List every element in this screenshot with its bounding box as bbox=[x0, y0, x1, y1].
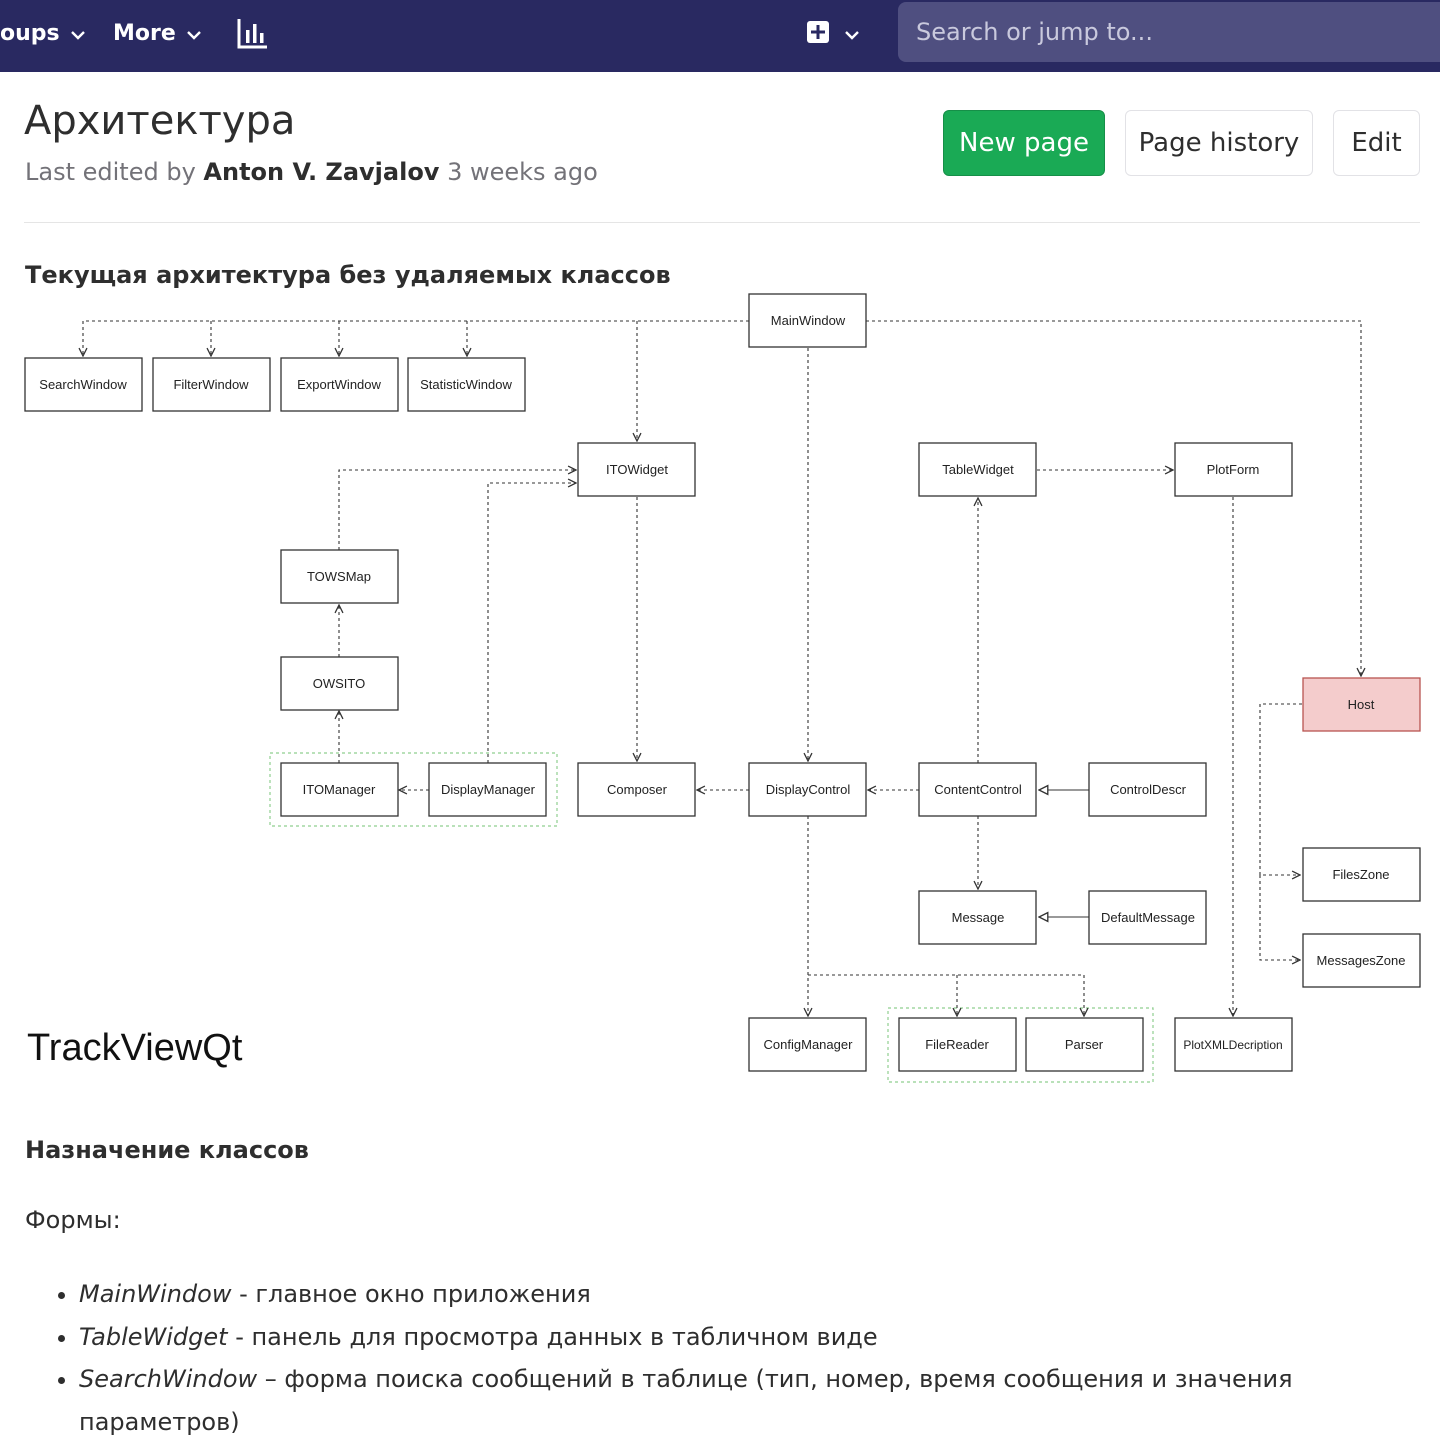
class-box-displaycontrol: DisplayControl bbox=[748, 762, 867, 817]
class-box-plotxmldecription: PlotXMLDecription bbox=[1174, 1017, 1293, 1072]
class-label: Message bbox=[952, 910, 1005, 925]
class-label: ExportWindow bbox=[297, 377, 381, 392]
page-history-button[interactable]: Page history bbox=[1125, 110, 1313, 176]
search-input[interactable] bbox=[898, 2, 1440, 62]
class-label: Parser bbox=[1065, 1037, 1104, 1052]
class-label: FileReader bbox=[925, 1037, 989, 1052]
class-label: PlotXMLDecription bbox=[1183, 1038, 1282, 1052]
class-box-controldescr: ControlDescr bbox=[1088, 762, 1207, 817]
class-box-statisticwindow: StatisticWindow bbox=[407, 357, 526, 412]
class-box-searchwindow: SearchWindow bbox=[24, 357, 143, 412]
edit-button[interactable]: Edit bbox=[1333, 110, 1420, 176]
page-title: Архитектура bbox=[24, 98, 296, 144]
class-label: TOWSMap bbox=[307, 569, 371, 584]
nav-groups-dropdown[interactable]: oups bbox=[0, 0, 86, 66]
class-label: SearchWindow bbox=[39, 377, 127, 392]
header-divider bbox=[24, 222, 1420, 223]
class-label: Host bbox=[1348, 697, 1375, 712]
chevron-down-icon bbox=[844, 25, 860, 44]
nav-more-dropdown[interactable]: More bbox=[113, 0, 202, 66]
meta-prefix: Last edited by bbox=[25, 158, 196, 186]
class-label: MainWindow bbox=[771, 313, 846, 328]
class-name: MainWindow bbox=[79, 1280, 232, 1308]
class-label: MessagesZone bbox=[1317, 953, 1406, 968]
class-label: ContentControl bbox=[934, 782, 1022, 797]
activity-chart-icon[interactable] bbox=[236, 16, 270, 50]
class-box-filterwindow: FilterWindow bbox=[152, 357, 271, 412]
class-label: FilterWindow bbox=[173, 377, 249, 392]
class-box-plotform: PlotForm bbox=[1174, 442, 1293, 497]
class-label: FilesZone bbox=[1332, 867, 1389, 882]
nav-more-label: More bbox=[113, 20, 176, 46]
class-name: SearchWindow bbox=[79, 1365, 258, 1393]
class-label: StatisticWindow bbox=[420, 377, 512, 392]
class-label: ConfigManager bbox=[764, 1037, 854, 1052]
class-label: OWSITO bbox=[313, 676, 365, 691]
class-box-fileszone: FilesZone bbox=[1302, 847, 1421, 902]
class-desc: - главное окно приложения bbox=[231, 1280, 591, 1308]
class-label: ITOWidget bbox=[606, 462, 668, 477]
architecture-diagram: MainWindow SearchWindow FilterWindow Exp… bbox=[24, 293, 1421, 1083]
list-item: SearchWindow – форма поиска сообщений в … bbox=[79, 1358, 1420, 1443]
class-box-messageszone: MessagesZone bbox=[1302, 933, 1421, 988]
meta-time: 3 weeks ago bbox=[447, 158, 598, 186]
class-box-towsmap: TOWSMap bbox=[280, 549, 399, 604]
class-box-contentcontrol: ContentControl bbox=[918, 762, 1037, 817]
class-box-defaultmessage: DefaultMessage bbox=[1088, 890, 1207, 945]
page-meta: Last edited by Anton V. Zavjalov 3 weeks… bbox=[25, 158, 598, 186]
top-navbar: oups More bbox=[0, 0, 1440, 72]
purpose-heading: Назначение классов bbox=[25, 1136, 309, 1164]
chevron-down-icon bbox=[186, 21, 202, 46]
class-box-host: Host bbox=[1302, 677, 1421, 732]
new-item-dropdown[interactable] bbox=[806, 20, 862, 48]
class-box-message: Message bbox=[918, 890, 1037, 945]
class-box-itomanager: ITOManager bbox=[280, 762, 399, 817]
class-box-composer: Composer bbox=[577, 762, 696, 817]
diagram-connectors bbox=[83, 320, 1361, 1016]
architecture-heading: Текущая архитектура без удаляемых классо… bbox=[25, 261, 671, 289]
class-label: Composer bbox=[607, 782, 668, 797]
plus-square-icon bbox=[806, 20, 830, 48]
class-description-list: MainWindow - главное окно приложения Tab… bbox=[0, 1273, 1420, 1443]
author-link[interactable]: Anton V. Zavjalov bbox=[203, 158, 440, 186]
reader-group-outline bbox=[887, 1007, 1154, 1083]
class-label: TableWidget bbox=[942, 462, 1014, 477]
class-box-exportwindow: ExportWindow bbox=[280, 357, 399, 412]
class-box-tablewidget: TableWidget bbox=[918, 442, 1037, 497]
class-label: PlotForm bbox=[1207, 462, 1260, 477]
class-label: DefaultMessage bbox=[1101, 910, 1195, 925]
diagram-title: TrackViewQt bbox=[27, 1027, 243, 1069]
class-label: DisplayManager bbox=[441, 782, 536, 797]
class-box-itowidget: ITOWidget bbox=[577, 442, 696, 497]
class-label: ControlDescr bbox=[1110, 782, 1187, 797]
class-label: DisplayControl bbox=[766, 782, 851, 797]
class-box-parser: Parser bbox=[1025, 1017, 1144, 1072]
class-box-owsito: OWSITO bbox=[280, 656, 399, 711]
inheritance-connectors bbox=[1039, 790, 1089, 917]
forms-label: Формы: bbox=[25, 1206, 121, 1234]
class-box-displaymanager: DisplayManager bbox=[428, 762, 547, 817]
class-name: TableWidget bbox=[79, 1322, 228, 1351]
class-box-filereader: FileReader bbox=[898, 1017, 1017, 1072]
list-item: MainWindow - главное окно приложения bbox=[79, 1273, 1420, 1316]
chevron-down-icon bbox=[70, 21, 86, 46]
nav-groups-label: oups bbox=[0, 20, 60, 46]
class-desc: - панель для просмотра данных в таблично… bbox=[227, 1322, 878, 1351]
class-desc: – форма поиска сообщений в таблице (тип,… bbox=[79, 1365, 1293, 1436]
class-box-mainwindow: MainWindow bbox=[748, 293, 867, 348]
class-label: ITOManager bbox=[303, 782, 376, 797]
list-item: TableWidget - панель для просмотра данны… bbox=[79, 1316, 1420, 1359]
class-box-configmanager: ConfigManager bbox=[748, 1017, 867, 1072]
new-page-button[interactable]: New page bbox=[943, 110, 1105, 176]
